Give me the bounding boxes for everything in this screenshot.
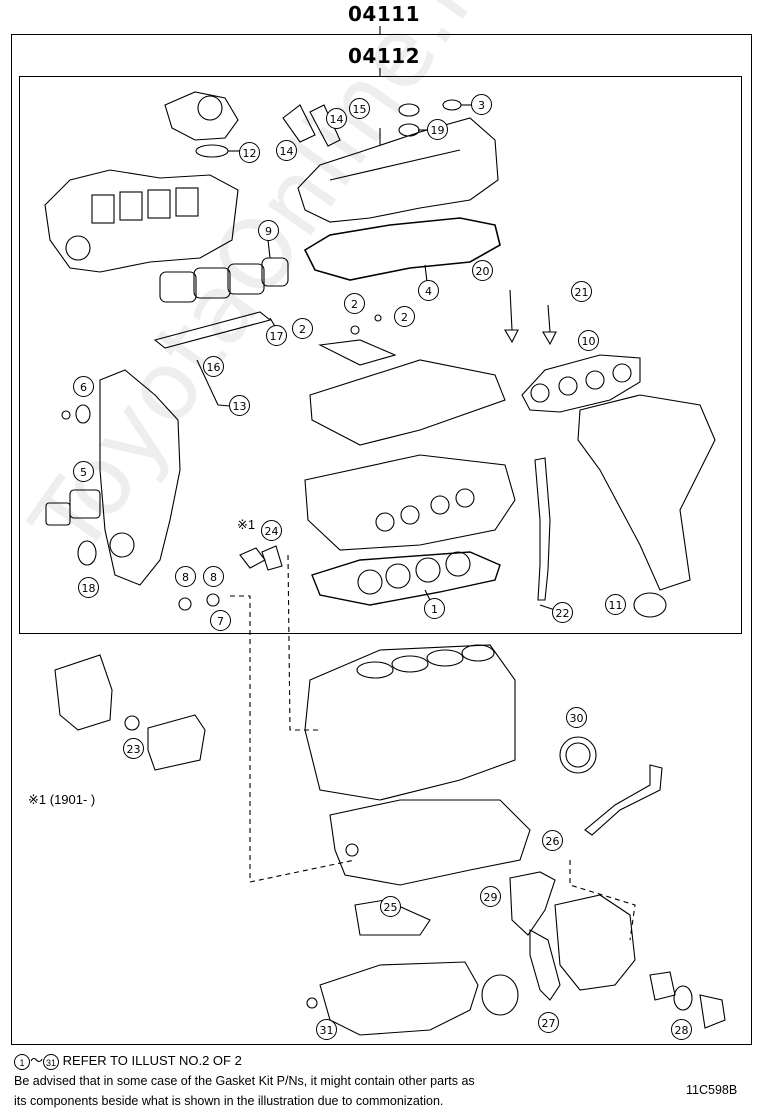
callout-range-start: 1 xyxy=(14,1053,30,1070)
version-mark-range: ※1 (1901- ) xyxy=(28,792,96,807)
callout-18[interactable]: 18 xyxy=(78,577,99,598)
callout-19[interactable]: 19 xyxy=(427,119,448,140)
callout-26[interactable]: 26 xyxy=(542,830,563,851)
callout-25[interactable]: 25 xyxy=(380,896,401,917)
refer-text: REFER TO ILLUST NO.2 OF 2 xyxy=(62,1053,242,1068)
callout-1[interactable]: 1 xyxy=(424,598,445,619)
advisory-line-1: Be advised that in some case of the Gask… xyxy=(14,1074,475,1088)
callout-6[interactable]: 6 xyxy=(73,376,94,397)
callout-10[interactable]: 10 xyxy=(578,330,599,351)
cylinder-block-drawing xyxy=(304,644,516,801)
callout-22[interactable]: 22 xyxy=(552,602,573,623)
callout-30[interactable]: 30 xyxy=(566,707,587,728)
inner-kit-frame xyxy=(19,76,742,634)
callout-29[interactable]: 29 xyxy=(480,886,501,907)
head-gasket-drawing xyxy=(311,551,501,606)
exhaust-gasket-drawing xyxy=(521,354,641,413)
illustration-code: 11C598B xyxy=(686,1083,738,1097)
callout-2[interactable]: 2 xyxy=(344,293,365,314)
callout-9[interactable]: 9 xyxy=(258,220,279,241)
throttle-body-drawing xyxy=(164,91,239,141)
callout-8[interactable]: 8 xyxy=(175,566,196,587)
callout-range-end: 31 xyxy=(43,1053,60,1070)
callout-2[interactable]: 2 xyxy=(292,318,313,339)
cylinder-head-drawing xyxy=(304,454,516,551)
valve-cover-drawing xyxy=(297,117,499,223)
callout-11[interactable]: 11 xyxy=(605,594,626,615)
callout-31[interactable]: 31 xyxy=(316,1019,337,1040)
callout-4[interactable]: 4 xyxy=(418,280,439,301)
callout-21[interactable]: 21 xyxy=(571,281,592,302)
kit-part-number[interactable]: 04111 xyxy=(348,2,421,26)
refer-illustration-note: 1～31 REFER TO ILLUST NO.2 OF 2 xyxy=(14,1050,242,1070)
callout-13[interactable]: 13 xyxy=(229,395,250,416)
callout-8[interactable]: 8 xyxy=(203,566,224,587)
callout-3[interactable]: 3 xyxy=(471,94,492,115)
callout-14[interactable]: 14 xyxy=(326,108,347,129)
callout-23[interactable]: 23 xyxy=(123,738,144,759)
callout-16[interactable]: 16 xyxy=(203,356,224,377)
callout-14[interactable]: 14 xyxy=(276,140,297,161)
version-mark: ※1 xyxy=(237,517,256,532)
callout-17[interactable]: 17 xyxy=(266,325,287,346)
intake-gasket-drawing xyxy=(159,257,289,303)
range-tilde: ～ xyxy=(30,1053,44,1068)
callout-12[interactable]: 12 xyxy=(239,142,260,163)
advisory-line-2: its components beside what is shown in t… xyxy=(14,1094,444,1108)
timing-cover-drawing xyxy=(99,369,181,586)
oil-pan-drawing xyxy=(319,961,479,1036)
callout-24[interactable]: 24 xyxy=(261,520,282,541)
callout-7[interactable]: 7 xyxy=(210,610,231,631)
callout-15[interactable]: 15 xyxy=(349,98,370,119)
callout-20[interactable]: 20 xyxy=(472,260,493,281)
intake-manifold-drawing xyxy=(44,169,239,273)
callout-28[interactable]: 28 xyxy=(671,1019,692,1040)
callout-2[interactable]: 2 xyxy=(394,306,415,327)
callout-27[interactable]: 27 xyxy=(538,1012,559,1033)
inner-kit-part-number[interactable]: 04112 xyxy=(348,44,421,68)
callout-5[interactable]: 5 xyxy=(73,461,94,482)
outer-kit-frame xyxy=(11,34,752,1045)
